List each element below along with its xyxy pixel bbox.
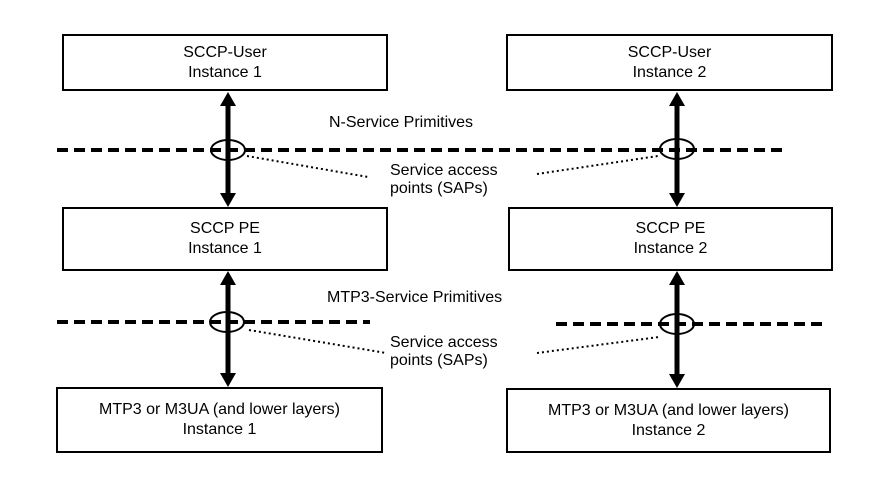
box-mtp3-m3ua-instance-2: MTP3 or M3UA (and lower layers) Instance…	[506, 388, 831, 453]
label-service-access-points-top: Service access points (SAPs)	[390, 162, 498, 198]
label-line: Service access	[390, 334, 498, 351]
box-title: MTP3 or M3UA (and lower layers)	[548, 401, 789, 419]
sap-ellipse-top-right	[659, 138, 695, 160]
box-instance-label: Instance 2	[632, 63, 707, 81]
box-title: SCCP PE	[190, 220, 260, 237]
arrow-sccp-pe-to-mtp3-1	[220, 271, 236, 387]
label-line: points (SAPs)	[390, 180, 488, 197]
leader-line-sap-top-left	[246, 155, 369, 178]
box-title: SCCP-User	[183, 43, 267, 61]
box-sccp-user-instance-1: SCCP-User Instance 1	[62, 34, 388, 91]
label-line: Service access	[390, 162, 498, 179]
box-instance-label: Instance 1	[188, 63, 262, 81]
box-sccp-pe-instance-1: SCCP PE Instance 1	[62, 207, 388, 271]
box-title: SCCP-User	[627, 43, 712, 61]
box-instance-label: Instance 1	[188, 240, 262, 257]
label-n-service-primitives: N-Service Primitives	[329, 114, 474, 131]
box-title: SCCP PE	[635, 220, 706, 237]
arrow-sccp-pe-to-mtp3-2	[669, 271, 685, 388]
box-instance-label: Instance 2	[631, 421, 706, 439]
sap-ellipse-bottom-left	[209, 311, 245, 333]
sap-ellipse-top-left	[210, 139, 246, 161]
leader-line-sap-bottom-left	[248, 329, 387, 354]
label-mtp3-service-primitives: MTP3-Service Primitives	[327, 289, 503, 306]
box-mtp3-m3ua-instance-1: MTP3 or M3UA (and lower layers) Instance…	[56, 387, 383, 453]
leader-line-sap-bottom-right	[536, 336, 660, 354]
arrow-sccp-user-to-pe-1	[220, 92, 236, 207]
arrow-sccp-user-to-pe-2	[669, 92, 685, 207]
leader-line-sap-top-right	[536, 155, 659, 175]
label-line: points (SAPs)	[390, 352, 488, 369]
box-sccp-pe-instance-2: SCCP PE Instance 2	[508, 207, 833, 271]
box-instance-label: Instance 2	[633, 240, 708, 257]
box-title: MTP3 or M3UA (and lower layers)	[99, 401, 340, 418]
sap-ellipse-bottom-right	[659, 313, 695, 335]
label-service-access-points-bottom: Service access points (SAPs)	[390, 334, 498, 370]
box-instance-label: Instance 1	[182, 421, 257, 438]
box-sccp-user-instance-2: SCCP-User Instance 2	[506, 34, 833, 91]
